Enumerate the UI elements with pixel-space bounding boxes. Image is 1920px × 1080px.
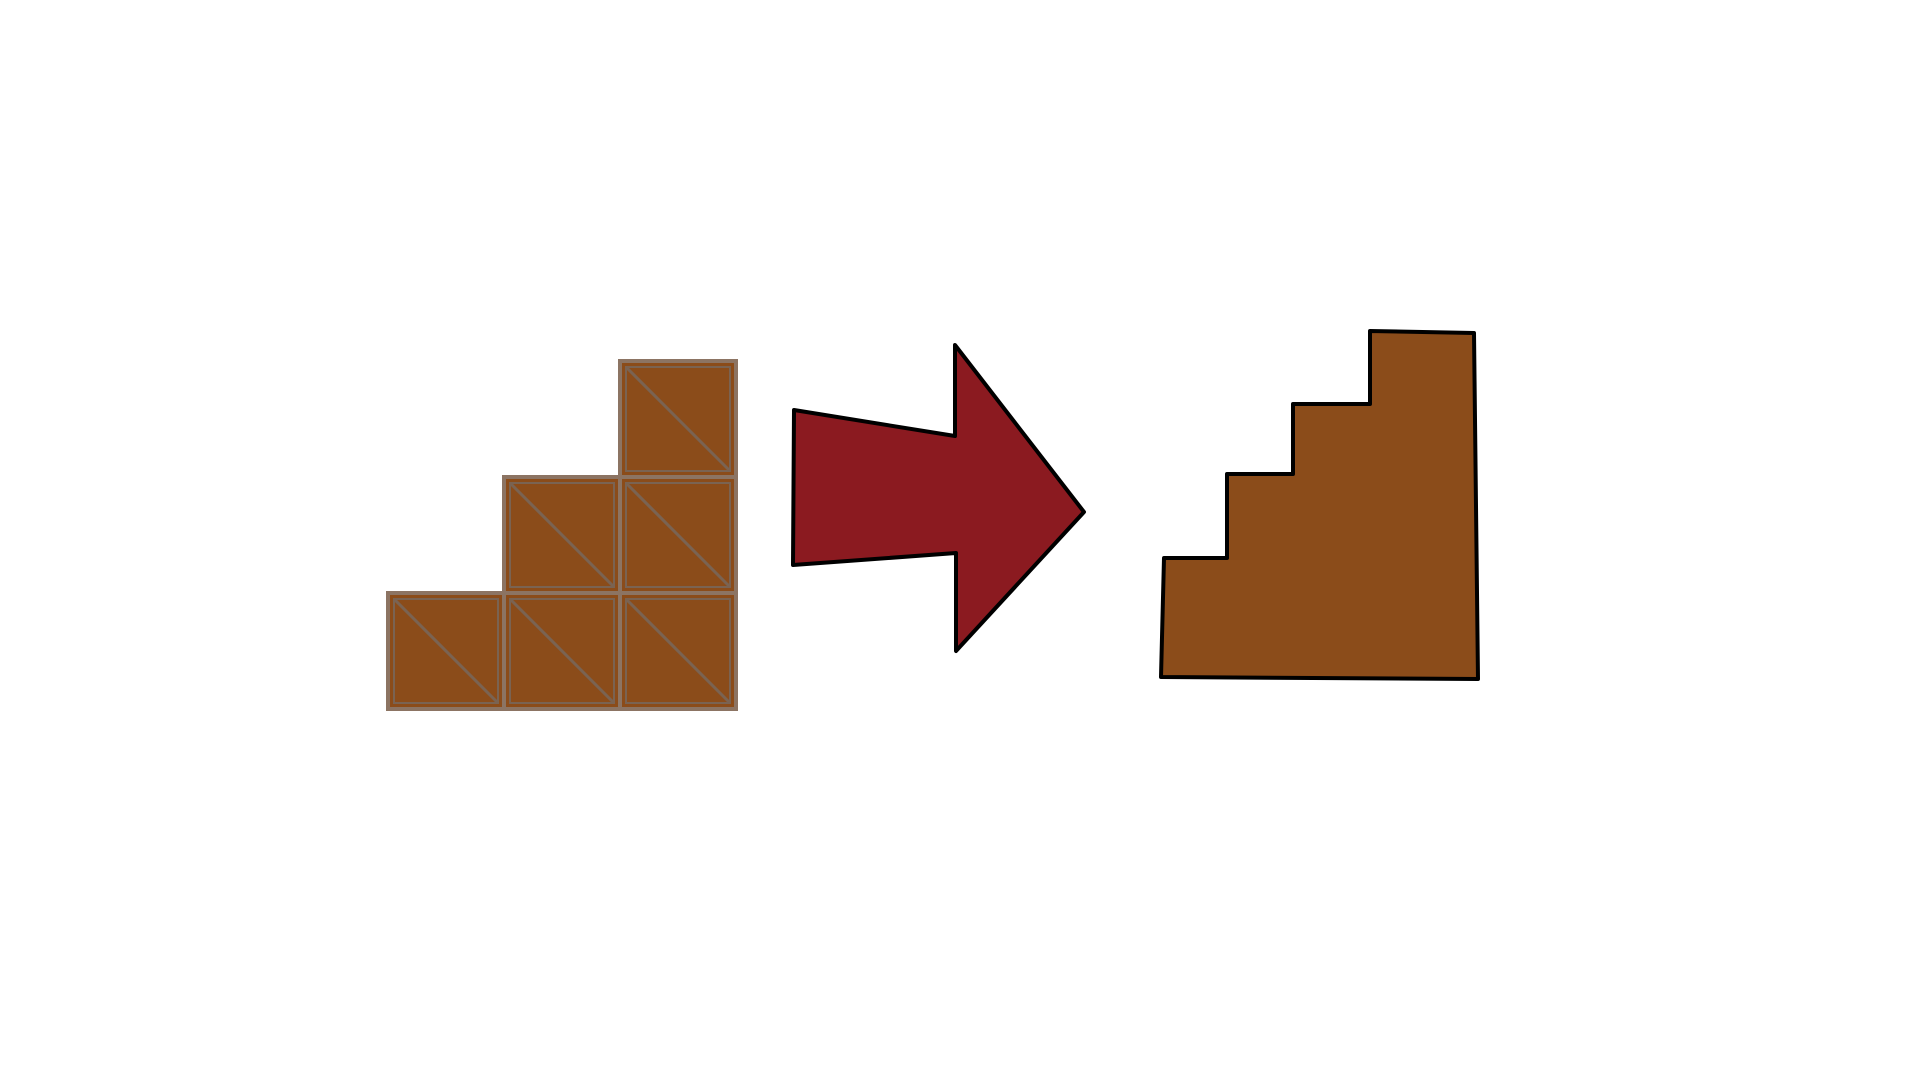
wooden-crate-icon [618,591,738,711]
right-arrow-icon [791,343,1086,653]
crate-inner-frame [625,366,731,472]
wooden-crate-icon [502,591,622,711]
wooden-crate-icon [618,475,738,595]
wooden-crate-icon [386,591,506,711]
crate-inner-frame [625,598,731,704]
staircase-icon [1159,329,1480,681]
wooden-crate-icon [502,475,622,595]
crate-inner-frame [509,598,615,704]
crate-inner-frame [625,482,731,588]
arrow-shape [791,343,1086,653]
crate-inner-frame [509,482,615,588]
crate-stack [386,359,738,711]
crate-diagonal-brace [625,482,731,588]
crate-diagonal-brace [509,482,615,588]
crate-diagonal-brace [625,366,731,472]
crate-diagonal-brace [509,598,615,704]
crate-diagonal-brace [393,598,499,704]
crate-diagonal-brace [625,598,731,704]
crate-inner-frame [393,598,499,704]
wooden-crate-icon [618,359,738,479]
staircase-shape [1159,329,1480,681]
